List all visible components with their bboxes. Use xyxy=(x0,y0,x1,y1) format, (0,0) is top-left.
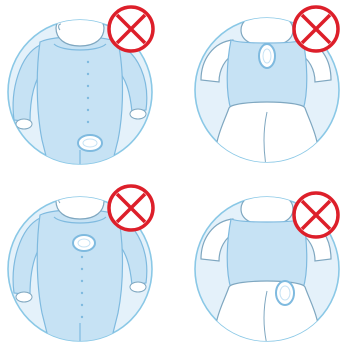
incorrect-cross-icon xyxy=(294,7,338,51)
baby-head xyxy=(241,193,293,226)
illustration-front-belly xyxy=(0,0,171,172)
panel-front-chest xyxy=(0,173,171,345)
panel-front-belly xyxy=(0,0,171,172)
incorrect-cross-icon xyxy=(109,186,153,230)
illustration-back-hip xyxy=(171,173,342,345)
illustration-front-chest xyxy=(0,173,171,345)
baby-head xyxy=(56,188,104,220)
baby-head xyxy=(241,14,293,47)
incorrect-cross-icon xyxy=(109,7,153,51)
sensor-marker xyxy=(276,281,294,305)
panel-back-hip xyxy=(171,173,342,345)
vest-body xyxy=(227,219,307,289)
sensor-marker xyxy=(259,44,275,68)
sensor-marker xyxy=(73,235,95,251)
sensor-marker xyxy=(78,135,102,151)
incorrect-cross-icon xyxy=(294,193,338,237)
panel-back-upper xyxy=(171,0,342,172)
illustration-back-upper xyxy=(171,0,342,172)
